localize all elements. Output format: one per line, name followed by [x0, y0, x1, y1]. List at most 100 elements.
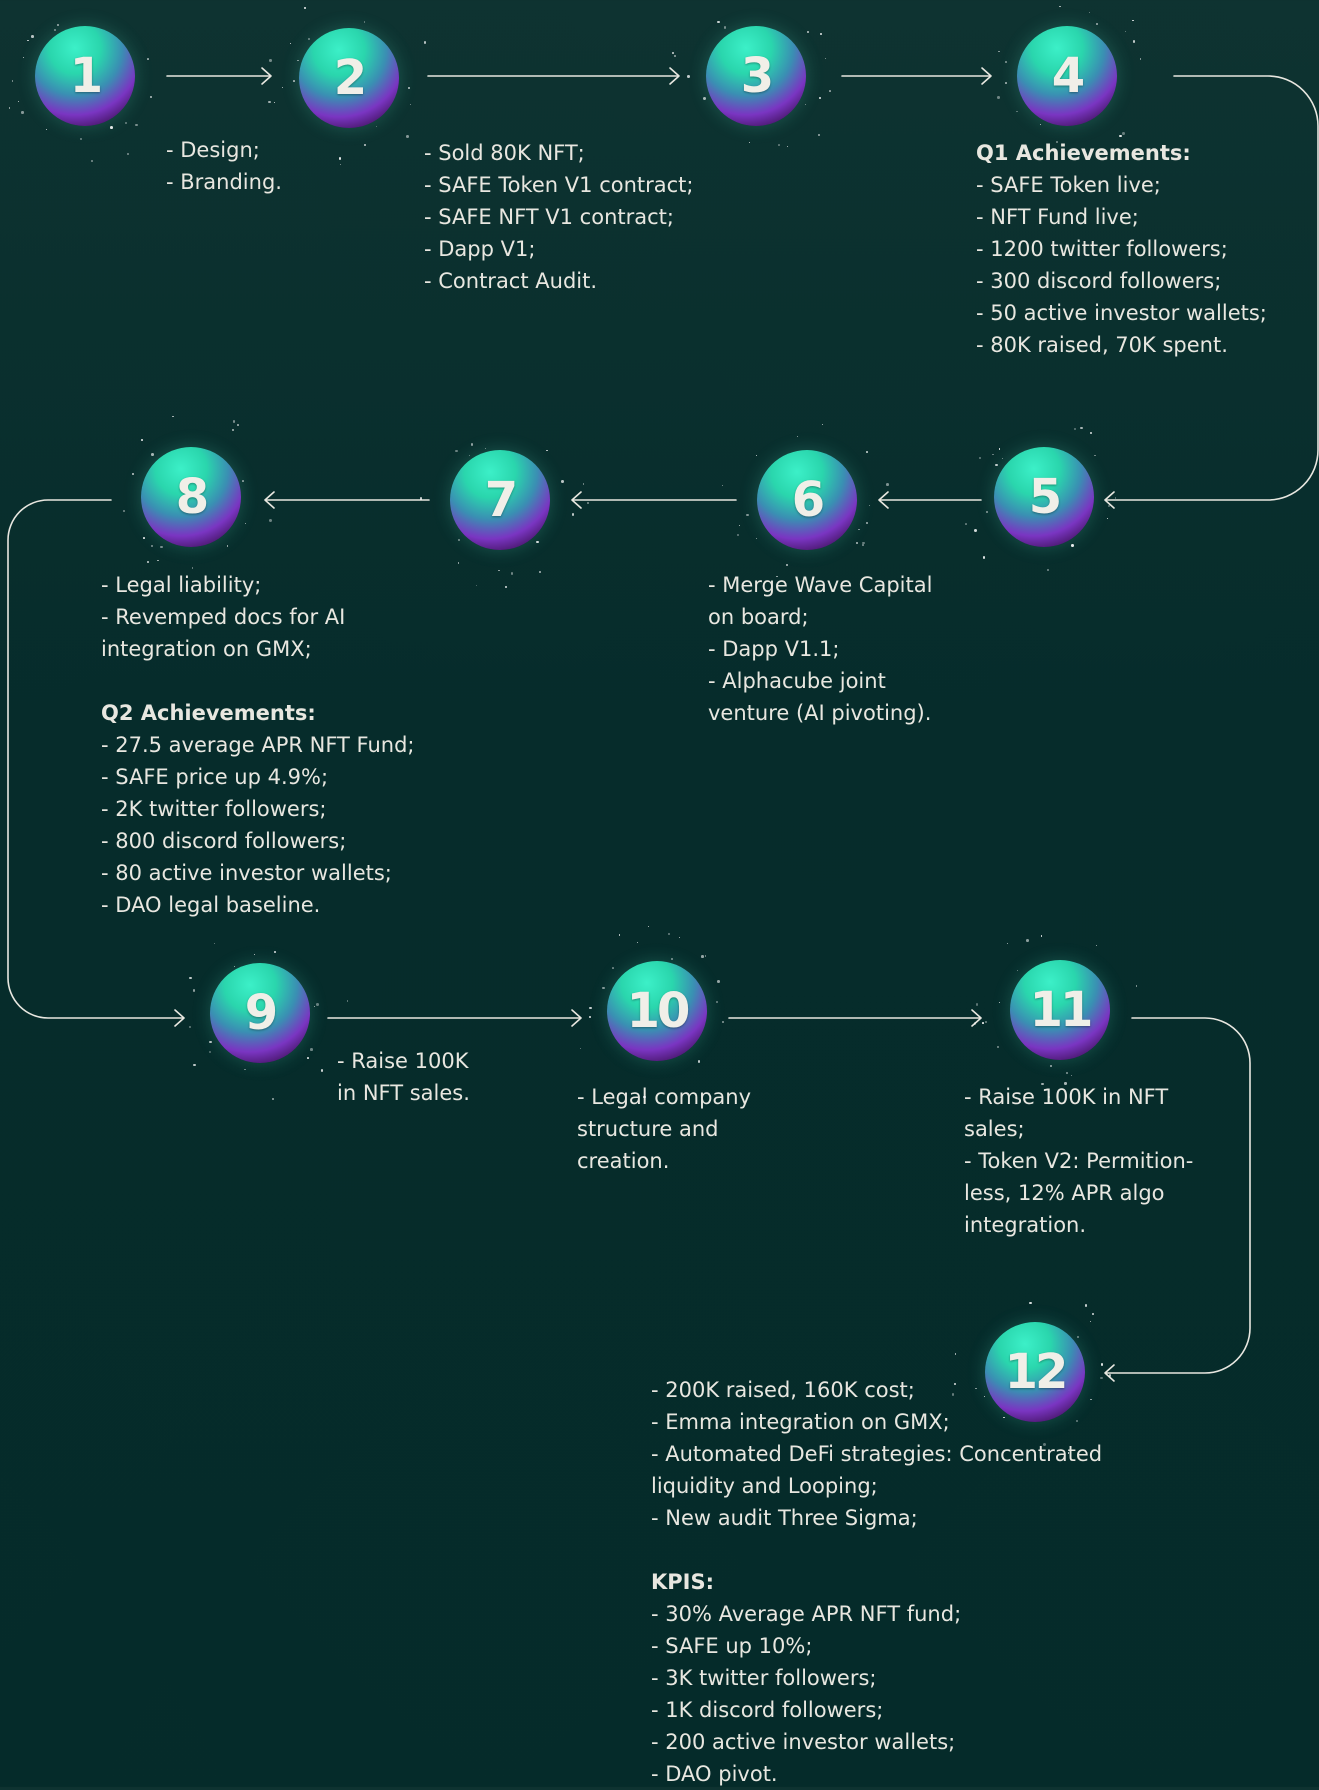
- arrow-9-to-10: [327, 1009, 582, 1027]
- sparkle-dot: [304, 7, 306, 9]
- sparkle-dot: [982, 556, 986, 559]
- sparkle-dot: [406, 135, 409, 139]
- sparkle-dot: [1026, 938, 1030, 942]
- sparkle-dot: [151, 545, 153, 547]
- sparkle-dot: [293, 80, 295, 82]
- sparkle-dot: [697, 1060, 701, 1063]
- note-line: - Automated DeFi strategies: Concentrate…: [651, 1442, 1103, 1466]
- arrow-7-to-8: [264, 491, 430, 509]
- sparkle-dot: [736, 533, 740, 537]
- step-node-5: 5: [994, 447, 1094, 547]
- note-line: - 1200 twitter followers;: [976, 237, 1228, 261]
- step-node-1: 1: [35, 26, 135, 126]
- sparkle-dot: [723, 26, 727, 29]
- sparkle-dot: [974, 528, 977, 532]
- sparkle-dot: [505, 586, 507, 588]
- sparkle-dot: [829, 89, 831, 92]
- note-line: - New audit Three Sigma;: [651, 1506, 918, 1530]
- sparkle-dot: [226, 544, 229, 547]
- step-number: 2: [333, 50, 367, 106]
- sparkle-dot: [886, 482, 890, 486]
- step-number: 7: [484, 472, 518, 528]
- step-number: 3: [740, 48, 774, 104]
- arrow-1-to-2: [166, 67, 272, 85]
- sparkle-dot: [272, 1098, 274, 1100]
- sparkle-dot: [320, 1069, 324, 1073]
- sparkle-dot: [1135, 985, 1138, 987]
- sparkle-dot: [1075, 1419, 1079, 1423]
- sparkle-dot: [636, 941, 638, 943]
- step-4-notes: Q1 Achievements: - SAFE Token live; - NF…: [976, 137, 1267, 361]
- sparkle-dot: [289, 42, 291, 44]
- sparkle-dot: [785, 563, 789, 567]
- sparkle-dot: [1090, 1398, 1092, 1400]
- note-line: - Emma integration on GMX;: [651, 1410, 950, 1434]
- sparkle-dot: [866, 451, 869, 453]
- step-node-3: 3: [706, 26, 806, 126]
- note-line: venture (AI pivoting).: [708, 701, 932, 725]
- sparkle-dot: [1016, 110, 1018, 113]
- sparkle-dot: [191, 567, 194, 569]
- sparkle-dot: [126, 152, 129, 155]
- sparkle-dot: [423, 41, 427, 44]
- sparkle-dot: [253, 953, 255, 956]
- sparkle-dot: [407, 87, 410, 90]
- step-2-notes: - Design; - Branding.: [166, 134, 282, 198]
- sparkle-dot: [313, 1005, 315, 1008]
- sparkle-dot: [308, 37, 311, 40]
- sparkle-dot: [274, 951, 277, 954]
- sparkle-dot: [571, 513, 575, 516]
- step-6-notes: - Merge Wave Capital on board; - Dapp V1…: [708, 569, 932, 729]
- note-line: - SAFE NFT V1 contract;: [424, 205, 674, 229]
- sparkle-dot: [858, 528, 860, 531]
- arrow-10-to-11: [728, 1009, 982, 1027]
- sparkle-dot: [998, 448, 1001, 450]
- sparkle-dot: [995, 463, 998, 467]
- note-line: - Branding.: [166, 170, 282, 194]
- sparkle-dot: [986, 510, 989, 513]
- step-number: 1: [69, 48, 103, 104]
- note-line: - Design;: [166, 138, 260, 162]
- sparkle-dot: [704, 955, 707, 957]
- sparkle-dot: [819, 97, 821, 100]
- sparkle-dot: [1073, 428, 1076, 431]
- note-line: - SAFE up 10%;: [651, 1634, 813, 1658]
- sparkle-dot: [1132, 19, 1135, 22]
- sparkle-dot: [1071, 1074, 1073, 1077]
- sparkle-dot: [409, 103, 412, 106]
- step-node-8: 8: [141, 447, 241, 547]
- q2-achievements-heading: Q2 Achievements:: [101, 701, 316, 725]
- note-line: - NFT Fund live;: [976, 205, 1139, 229]
- sparkle-dot: [1054, 148, 1057, 151]
- sparkle-dot: [1092, 1313, 1094, 1315]
- sparkle-dot: [147, 57, 150, 60]
- sparkle-dot: [716, 1001, 718, 1003]
- note-line: - 30% Average APR NFT fund;: [651, 1602, 962, 1626]
- sparkle-dot: [1089, 1321, 1091, 1323]
- step-8-notes: - Legal liability; - Revemped docs for A…: [101, 569, 415, 921]
- sparkle-dot: [975, 1387, 977, 1390]
- sparkle-dot: [817, 133, 820, 137]
- sparkle-dot: [997, 1046, 999, 1048]
- sparkle-dot: [233, 965, 236, 968]
- sparkle-dot: [582, 483, 585, 485]
- sparkle-dot: [12, 80, 14, 82]
- sparkle-dot: [869, 505, 871, 507]
- sparkle-dot: [539, 571, 542, 574]
- sparkle-dot: [214, 943, 216, 945]
- sparkle-dot: [21, 111, 24, 114]
- spacer: [101, 665, 415, 697]
- sparkle-dot: [1100, 1376, 1103, 1380]
- sparkle-dot: [984, 1395, 986, 1398]
- note-line: - 1K discord followers;: [651, 1698, 884, 1722]
- sparkle-dot: [192, 989, 196, 992]
- note-line: - Alphacube joint: [708, 669, 886, 693]
- sparkle-dot: [722, 484, 724, 487]
- arrow-4-to-5: [1104, 75, 1319, 509]
- step-number: 10: [626, 983, 691, 1039]
- sparkle-dot: [1040, 124, 1042, 126]
- sparkle-dot: [1056, 141, 1058, 143]
- note-line: less, 12% APR algo: [964, 1181, 1165, 1205]
- note-line: - Merge Wave Capital: [708, 573, 933, 597]
